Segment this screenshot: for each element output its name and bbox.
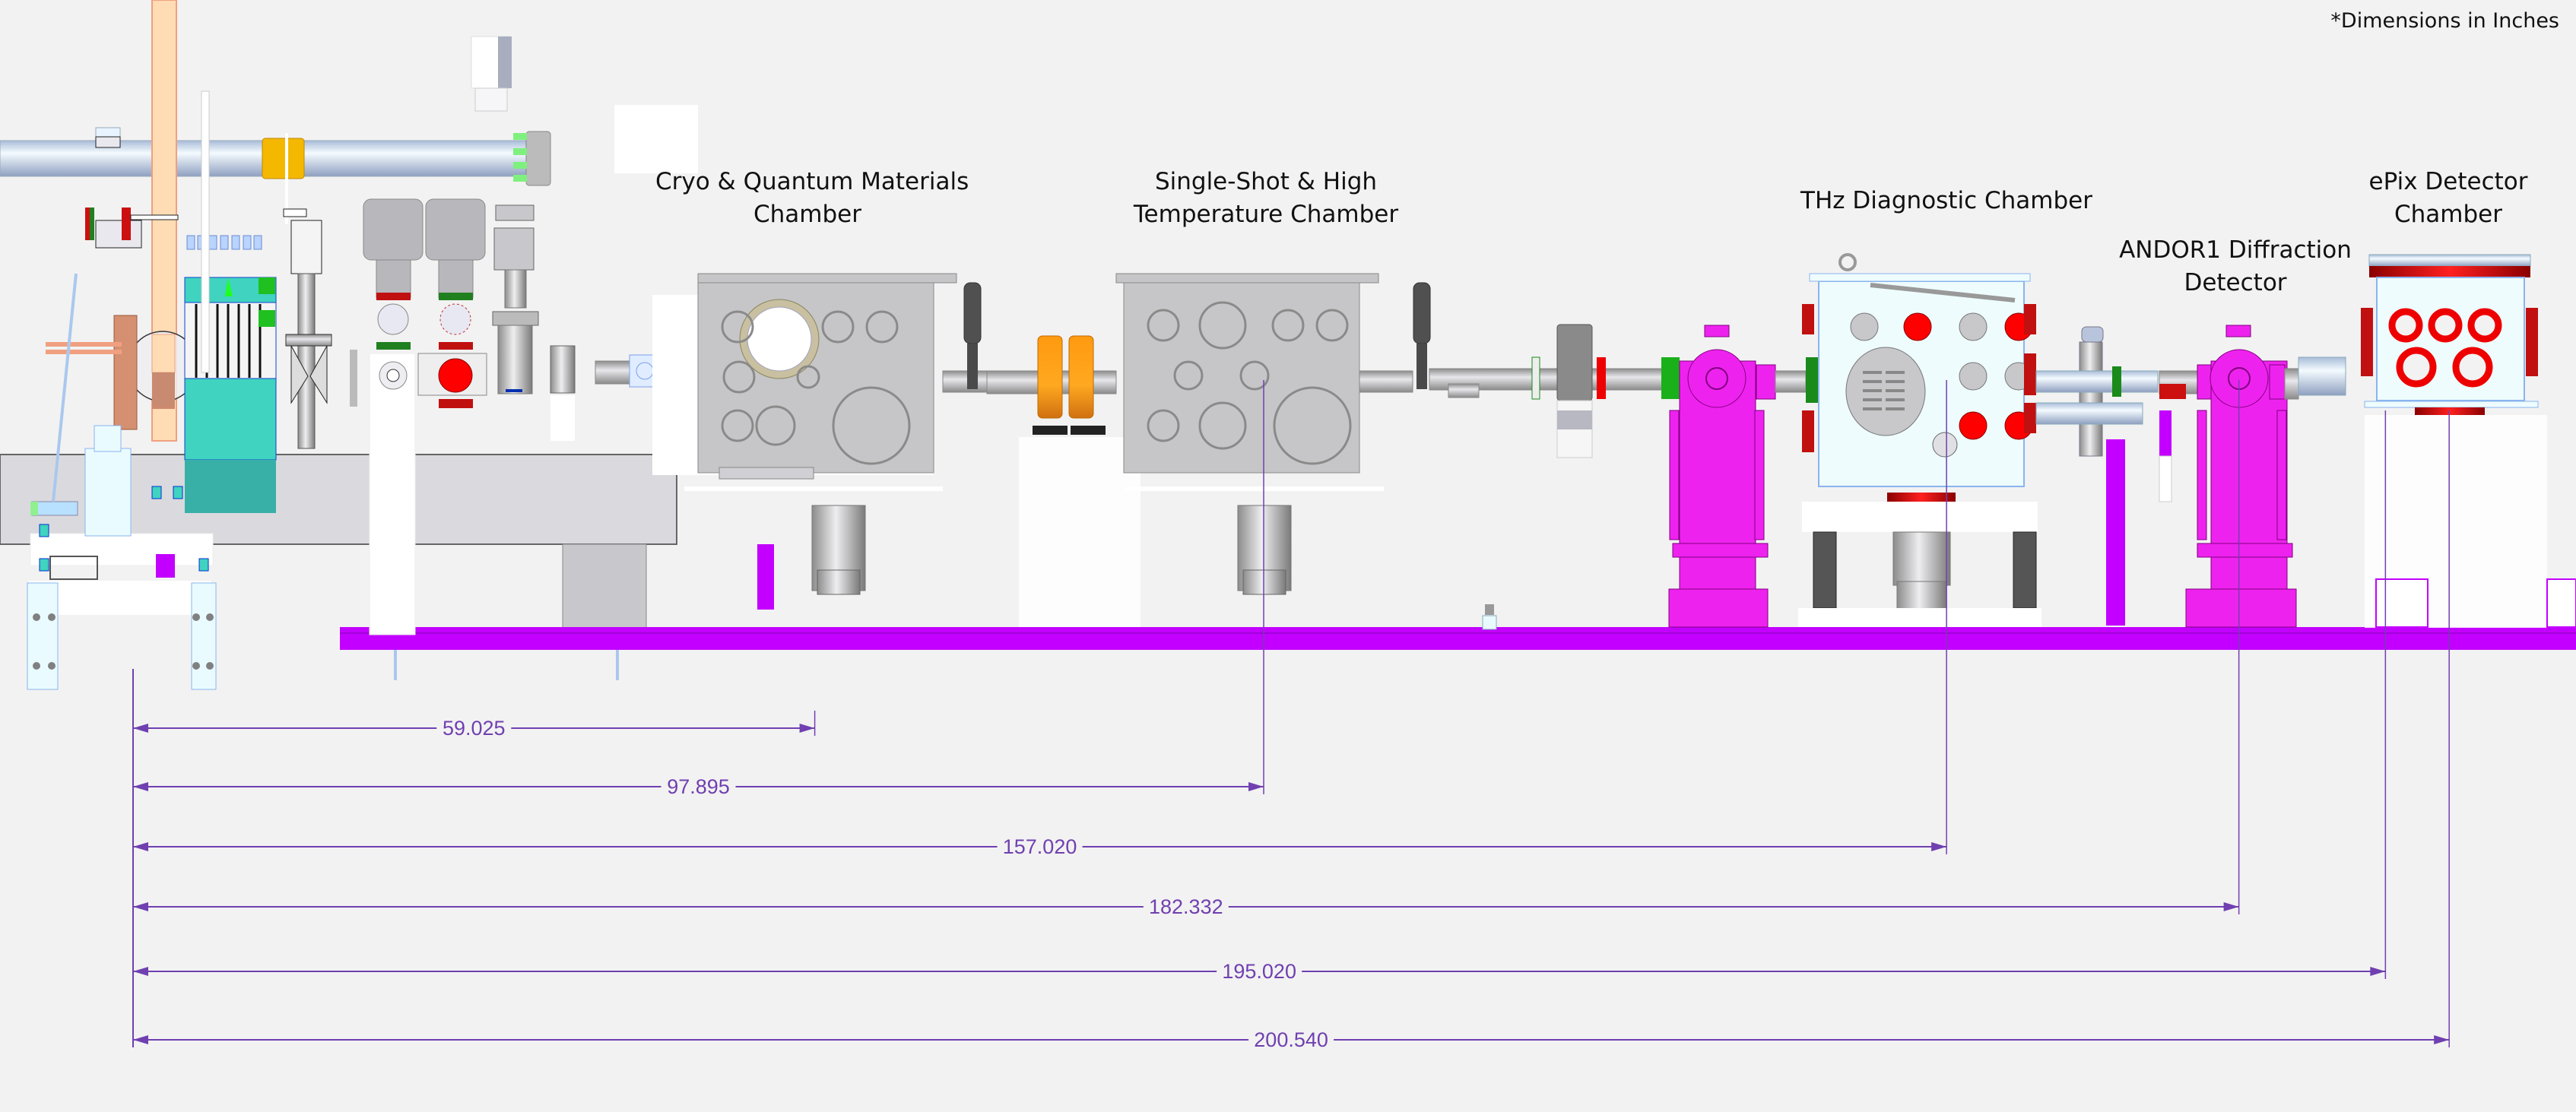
- cryo-chamber: [652, 273, 988, 610]
- arrowhead-right: [2434, 1035, 2450, 1044]
- arrowhead-left: [133, 967, 148, 976]
- label-line: Cryo & Quantum Materials: [655, 168, 969, 195]
- label-line: Single-Shot & High: [1154, 168, 1378, 195]
- label-epix-chamber: ePix Detector Chamber: [2357, 166, 2540, 231]
- upstream-beamline: [0, 0, 698, 442]
- single-shot-chamber: [1115, 273, 1431, 595]
- dimension-label: 200.540: [1254, 1028, 1328, 1051]
- epix-chamber: [2361, 254, 2576, 628]
- arrowhead-left: [133, 724, 148, 733]
- units-note: *Dimensions in Inches: [2330, 9, 2559, 33]
- support-rail: [340, 627, 2576, 650]
- dimension-label: 182.332: [1149, 895, 1223, 918]
- label-line: ePix Detector: [2368, 168, 2528, 195]
- magenta-support-2: [2185, 325, 2346, 628]
- label-cryo-chamber: Cryo & Quantum Materials Chamber: [655, 166, 969, 231]
- arrowhead-right: [2223, 902, 2239, 911]
- arrowhead-left: [133, 842, 148, 851]
- label-single-shot-chamber: Single-Shot & High Temperature Chamber: [1114, 166, 1418, 231]
- andor-valve-cross: [2035, 326, 2221, 626]
- label-thz-chamber: THz Diagnostic Chamber: [1779, 185, 2114, 217]
- arrowhead-right: [1931, 842, 1947, 851]
- arrowhead-right: [2370, 967, 2386, 976]
- left-stand: [27, 90, 217, 690]
- rail-bolt: [394, 604, 1497, 680]
- dimension-label: 195.020: [1222, 960, 1296, 983]
- dimension-label: 97.895: [667, 775, 730, 798]
- arrowhead-left: [133, 902, 148, 911]
- arrowhead-right: [799, 724, 815, 733]
- dimension-label: 59.025: [443, 717, 506, 740]
- label-line: Detector: [2184, 269, 2287, 296]
- orange-magnets: [986, 335, 1140, 627]
- dimension-lines: 59.025 97.895 157.020 182.332 195.020 200.540: [132, 380, 2450, 1051]
- arrowhead-left: [133, 1035, 148, 1044]
- label-line: THz Diagnostic Chamber: [1800, 187, 2092, 214]
- gate-valves: [283, 198, 661, 635]
- label-line: ANDOR1 Diffraction: [2119, 236, 2352, 264]
- arrowhead-right: [1248, 782, 1264, 791]
- label-andor-detector: ANDOR1 Diffraction Detector: [2099, 234, 2372, 299]
- mid-beampipe: [1429, 324, 1673, 458]
- teal-manipulator: [184, 235, 277, 513]
- label-line: Chamber: [2394, 201, 2502, 228]
- arrowhead-left: [133, 782, 148, 791]
- thz-chamber: [1798, 253, 2041, 627]
- label-line: Chamber: [753, 201, 861, 228]
- label-line: Temperature Chamber: [1133, 201, 1399, 228]
- dimension-label: 157.020: [1003, 835, 1077, 858]
- magenta-support-1: [1661, 325, 1807, 628]
